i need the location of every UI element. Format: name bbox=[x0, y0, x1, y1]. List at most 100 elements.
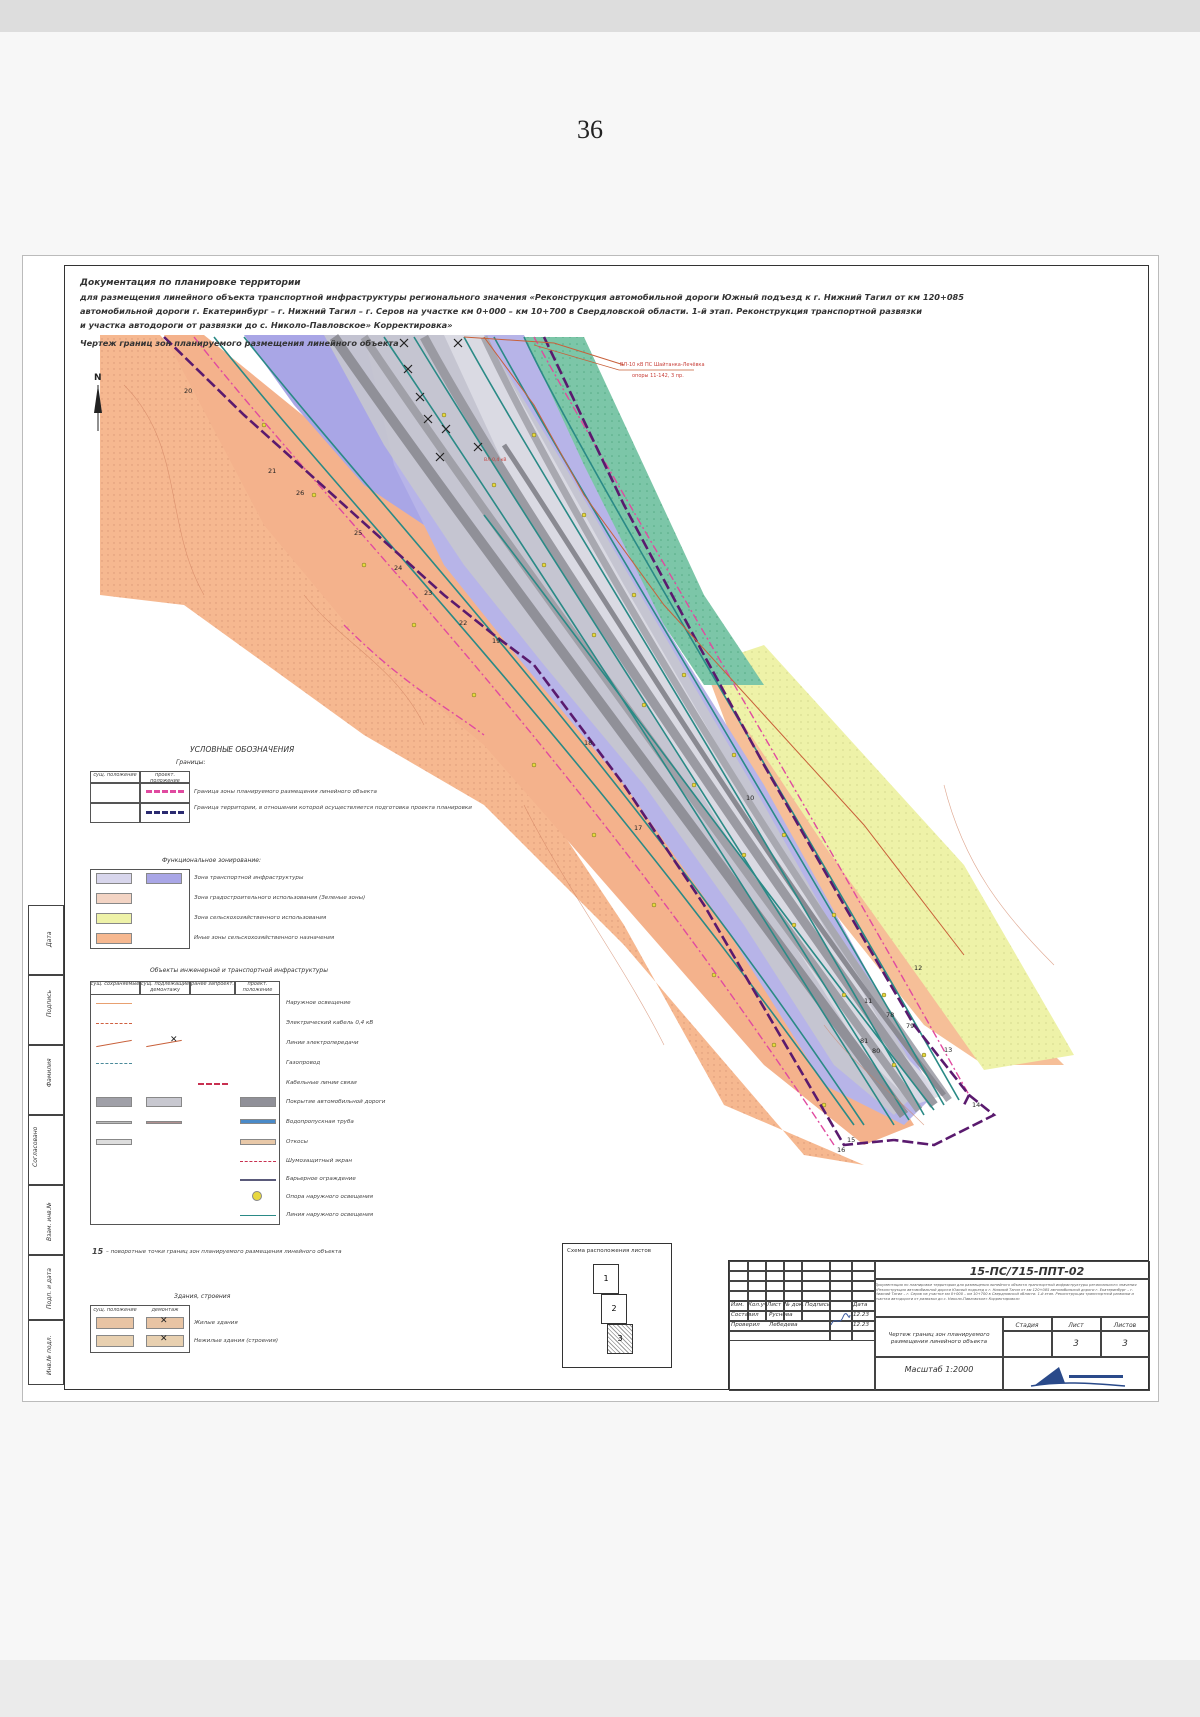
infra-8: Откосы bbox=[286, 1139, 308, 1145]
col-existing: сущ. положение bbox=[93, 772, 137, 778]
side-label: Подп. и дата bbox=[46, 1268, 53, 1309]
bld-demolish-icon-2: ✕ bbox=[160, 1334, 168, 1344]
point-label: 18 bbox=[584, 739, 592, 747]
drawing-frame bbox=[64, 265, 1149, 1390]
side-label: Фамилия bbox=[46, 1058, 53, 1087]
buildings-title: Здания, строения bbox=[174, 1293, 231, 1300]
map-legend: УСЛОВНЫЕ ОБОЗНАЧЕНИЯ Границы: сущ. полож… bbox=[90, 745, 472, 1395]
infra-3: Линии электропередачи bbox=[286, 1040, 359, 1046]
bld-1: Жилые здания bbox=[194, 1320, 238, 1326]
stamp-role-1: Составил bbox=[731, 1312, 759, 1318]
company-logo bbox=[1030, 1367, 1126, 1387]
title-block: Изм. Кол.уч Лист № док. Подпись Дата Сос… bbox=[728, 1260, 1150, 1391]
infra-col-3: ранее запроект. bbox=[190, 981, 235, 987]
demolish-markers bbox=[399, 338, 483, 462]
sheet-layout-scheme: Схема расположения листов 1 2 3 bbox=[562, 1243, 672, 1368]
drawing-header: Документация по планировке территории дл… bbox=[80, 276, 1060, 350]
bld-2: Нежилые здания (строения) bbox=[194, 1338, 279, 1344]
planned-zone-boundary bbox=[163, 336, 997, 1147]
stamp-description: Документация по планировке территории дл… bbox=[875, 1283, 1137, 1301]
stamp-sheets-v: 3 bbox=[1122, 1339, 1128, 1349]
point-label: 25 bbox=[354, 529, 362, 537]
stamp-col-sign: Подпись bbox=[805, 1302, 831, 1308]
stamp-scale: Масштаб 1:2000 bbox=[904, 1365, 974, 1374]
point-label: 24 bbox=[394, 564, 402, 572]
header-subtitle: Чертеж границ зон планируемого размещени… bbox=[80, 338, 399, 348]
point-label: 11 bbox=[864, 997, 872, 1005]
signature-icon bbox=[830, 1313, 851, 1326]
scheme-title: Схема расположения листов bbox=[567, 1248, 651, 1254]
border-1: Граница зоны планируемого размещения лин… bbox=[194, 789, 377, 795]
north-arrow-icon bbox=[94, 385, 102, 431]
header-line-2: автомобильной дороги г. Екатеринбург – г… bbox=[80, 306, 922, 316]
infra-9: Шумозащитный экран bbox=[286, 1158, 353, 1164]
infra-7: Водопропускная труба bbox=[286, 1119, 354, 1125]
planning-map: 20 21 26 25 24 23 22 19 18 17 16 15 14 1… bbox=[100, 334, 1074, 1165]
legend-title: УСЛОВНЫЕ ОБОЗНАЧЕНИЯ bbox=[190, 745, 295, 754]
stamp-role-2: Проверил bbox=[731, 1322, 760, 1328]
scan-top-band bbox=[0, 0, 1200, 32]
infra-5: Кабельные линии связи bbox=[286, 1080, 357, 1086]
scan-bottom-band bbox=[0, 1660, 1200, 1717]
road-lanes bbox=[329, 334, 952, 1118]
callout-text-2: опоры 11-142, 3 пр. bbox=[632, 373, 684, 379]
legend-borders-title: Границы: bbox=[176, 759, 206, 766]
point-label: 78 bbox=[886, 1011, 894, 1019]
pink-boundary bbox=[193, 336, 970, 1146]
point-label: 23 bbox=[424, 589, 432, 597]
stamp-col-list: Лист bbox=[767, 1302, 782, 1308]
callout-text: ВЛ-10 кВ ПС Шайтанка-Лечёвка bbox=[620, 361, 705, 368]
bld-col-1: сущ. положение bbox=[93, 1307, 137, 1313]
page-number: 36 bbox=[577, 115, 603, 144]
infra-1: Наружное освещение bbox=[286, 1000, 351, 1006]
scheme-sheet-1: 1 bbox=[593, 1264, 619, 1294]
point-label: 26 bbox=[296, 489, 304, 497]
side-label: Согласовано bbox=[32, 1126, 39, 1167]
point-label: 10 bbox=[746, 794, 754, 802]
scheme-sheet-2: 2 bbox=[601, 1294, 627, 1324]
power-line bbox=[463, 336, 965, 956]
infra-12: Линия наружного освещения bbox=[286, 1212, 374, 1218]
bld-col-2: демонтаж bbox=[151, 1307, 179, 1313]
points-note-num: 15 bbox=[92, 1247, 104, 1256]
stamp-stage-h: Стадия bbox=[1015, 1322, 1039, 1329]
boundary-point-labels: 20 21 26 25 24 23 22 19 18 17 16 15 14 1… bbox=[184, 387, 980, 1154]
infra-6: Покрытие автомобильной дороги bbox=[286, 1099, 386, 1105]
zone-4: Иные зоны сельскохозяйственного назначен… bbox=[194, 935, 335, 941]
stamp-sheets-h: Листов bbox=[1113, 1322, 1137, 1329]
zoning-title: Функциональное зонирование: bbox=[162, 857, 261, 864]
side-approval-strip: Дата Подпись Фамилия Согласовано Взам. и… bbox=[28, 905, 64, 1385]
point-label: 81 bbox=[860, 1037, 868, 1045]
infra-col-1: сущ. сохраняемые bbox=[90, 981, 140, 987]
stamp-col-izm: Изм. bbox=[731, 1302, 745, 1308]
zone-2: Зона градостроительного использования (З… bbox=[194, 895, 366, 901]
demolish-x-icon: ✕ bbox=[170, 1035, 178, 1045]
infra-col-2: сущ. подлежащие демонтажу bbox=[140, 981, 190, 993]
stamp-sheet-v: 3 bbox=[1073, 1339, 1079, 1349]
small-label: ВЛ-0,4 кВ bbox=[484, 457, 507, 463]
header-title: Документация по планировке территории bbox=[80, 278, 301, 288]
header-line-1: для размещения линейного объекта транспо… bbox=[80, 292, 964, 302]
point-label: 13 bbox=[944, 1046, 952, 1054]
stamp-col-doc: № док. bbox=[784, 1302, 805, 1308]
stamp-col-date: Дата bbox=[853, 1302, 868, 1308]
header-line-3: и участка автодороги от развязки до с. Н… bbox=[80, 320, 453, 330]
stamp-name-2: Лебедева bbox=[769, 1322, 798, 1328]
stamp-name-1: Руснова bbox=[769, 1312, 793, 1318]
stamp-col-kol: Кол.уч bbox=[748, 1302, 768, 1308]
bld-demolish-icon: ✕ bbox=[160, 1316, 168, 1326]
zone-3: Зона сельскохозяйственного использования bbox=[194, 915, 327, 921]
north-arrow: N bbox=[91, 373, 113, 433]
infra-col-4: проект. положение bbox=[242, 981, 273, 993]
infra-2: Электрический кабель 0,4 кВ bbox=[286, 1020, 374, 1026]
point-label: 17 bbox=[634, 824, 642, 832]
side-label: Инв.№ подл. bbox=[46, 1335, 53, 1376]
north-label: N bbox=[94, 373, 102, 383]
stamp-sheet-h: Лист bbox=[1068, 1322, 1084, 1329]
point-label: 16 bbox=[837, 1146, 845, 1154]
infra-title: Объекты инженерной и транспортной инфрас… bbox=[150, 967, 328, 974]
lighting-lines bbox=[213, 336, 960, 1126]
point-label: 22 bbox=[459, 619, 467, 627]
col-project: проект. положение bbox=[150, 772, 180, 784]
